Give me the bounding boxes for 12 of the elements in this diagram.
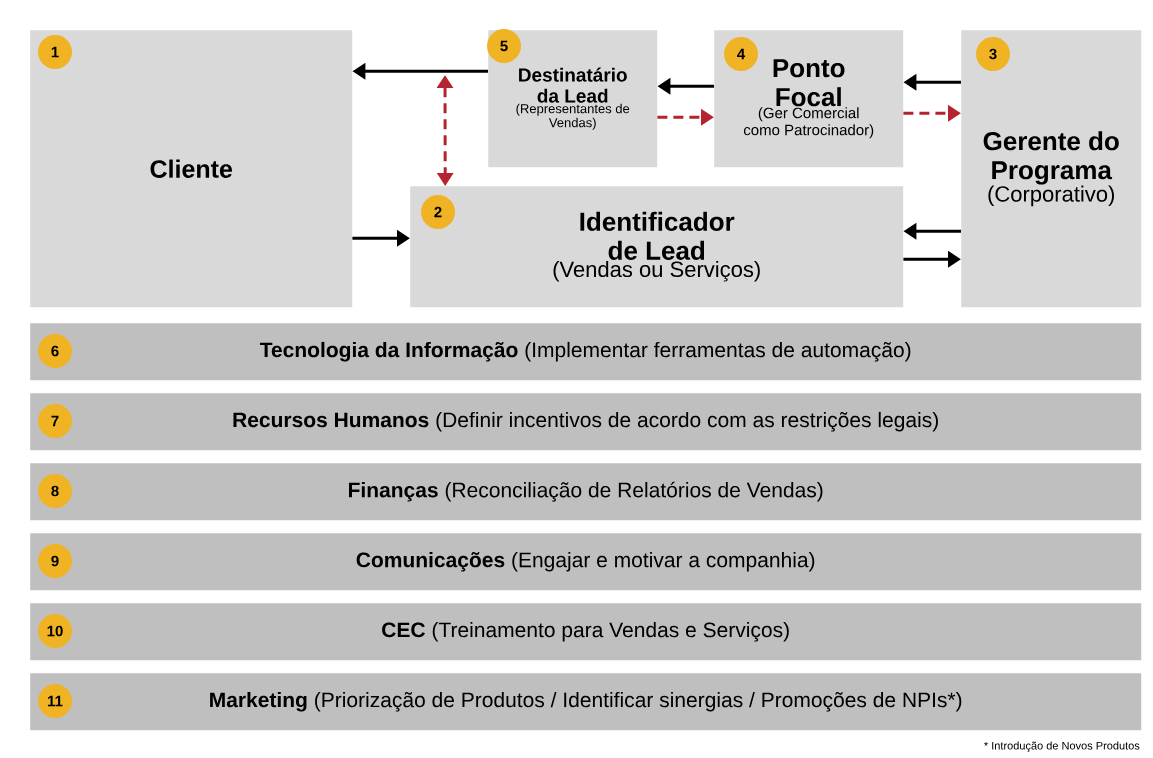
number-badge: 1 <box>38 35 72 69</box>
number-badge: 9 <box>38 544 72 578</box>
number-badge: 10 <box>38 614 72 648</box>
number-badge: 4 <box>724 37 758 71</box>
number-badge: 8 <box>38 474 72 508</box>
number-badge: 2 <box>421 195 455 229</box>
footnote: * Introdução de Novos Produtos <box>984 741 1140 752</box>
number-badge: 11 <box>38 684 72 718</box>
number-badge: 7 <box>38 404 72 438</box>
number-badge: 6 <box>38 334 72 368</box>
number-badge: 3 <box>976 37 1010 71</box>
number-badge: 5 <box>487 29 521 63</box>
